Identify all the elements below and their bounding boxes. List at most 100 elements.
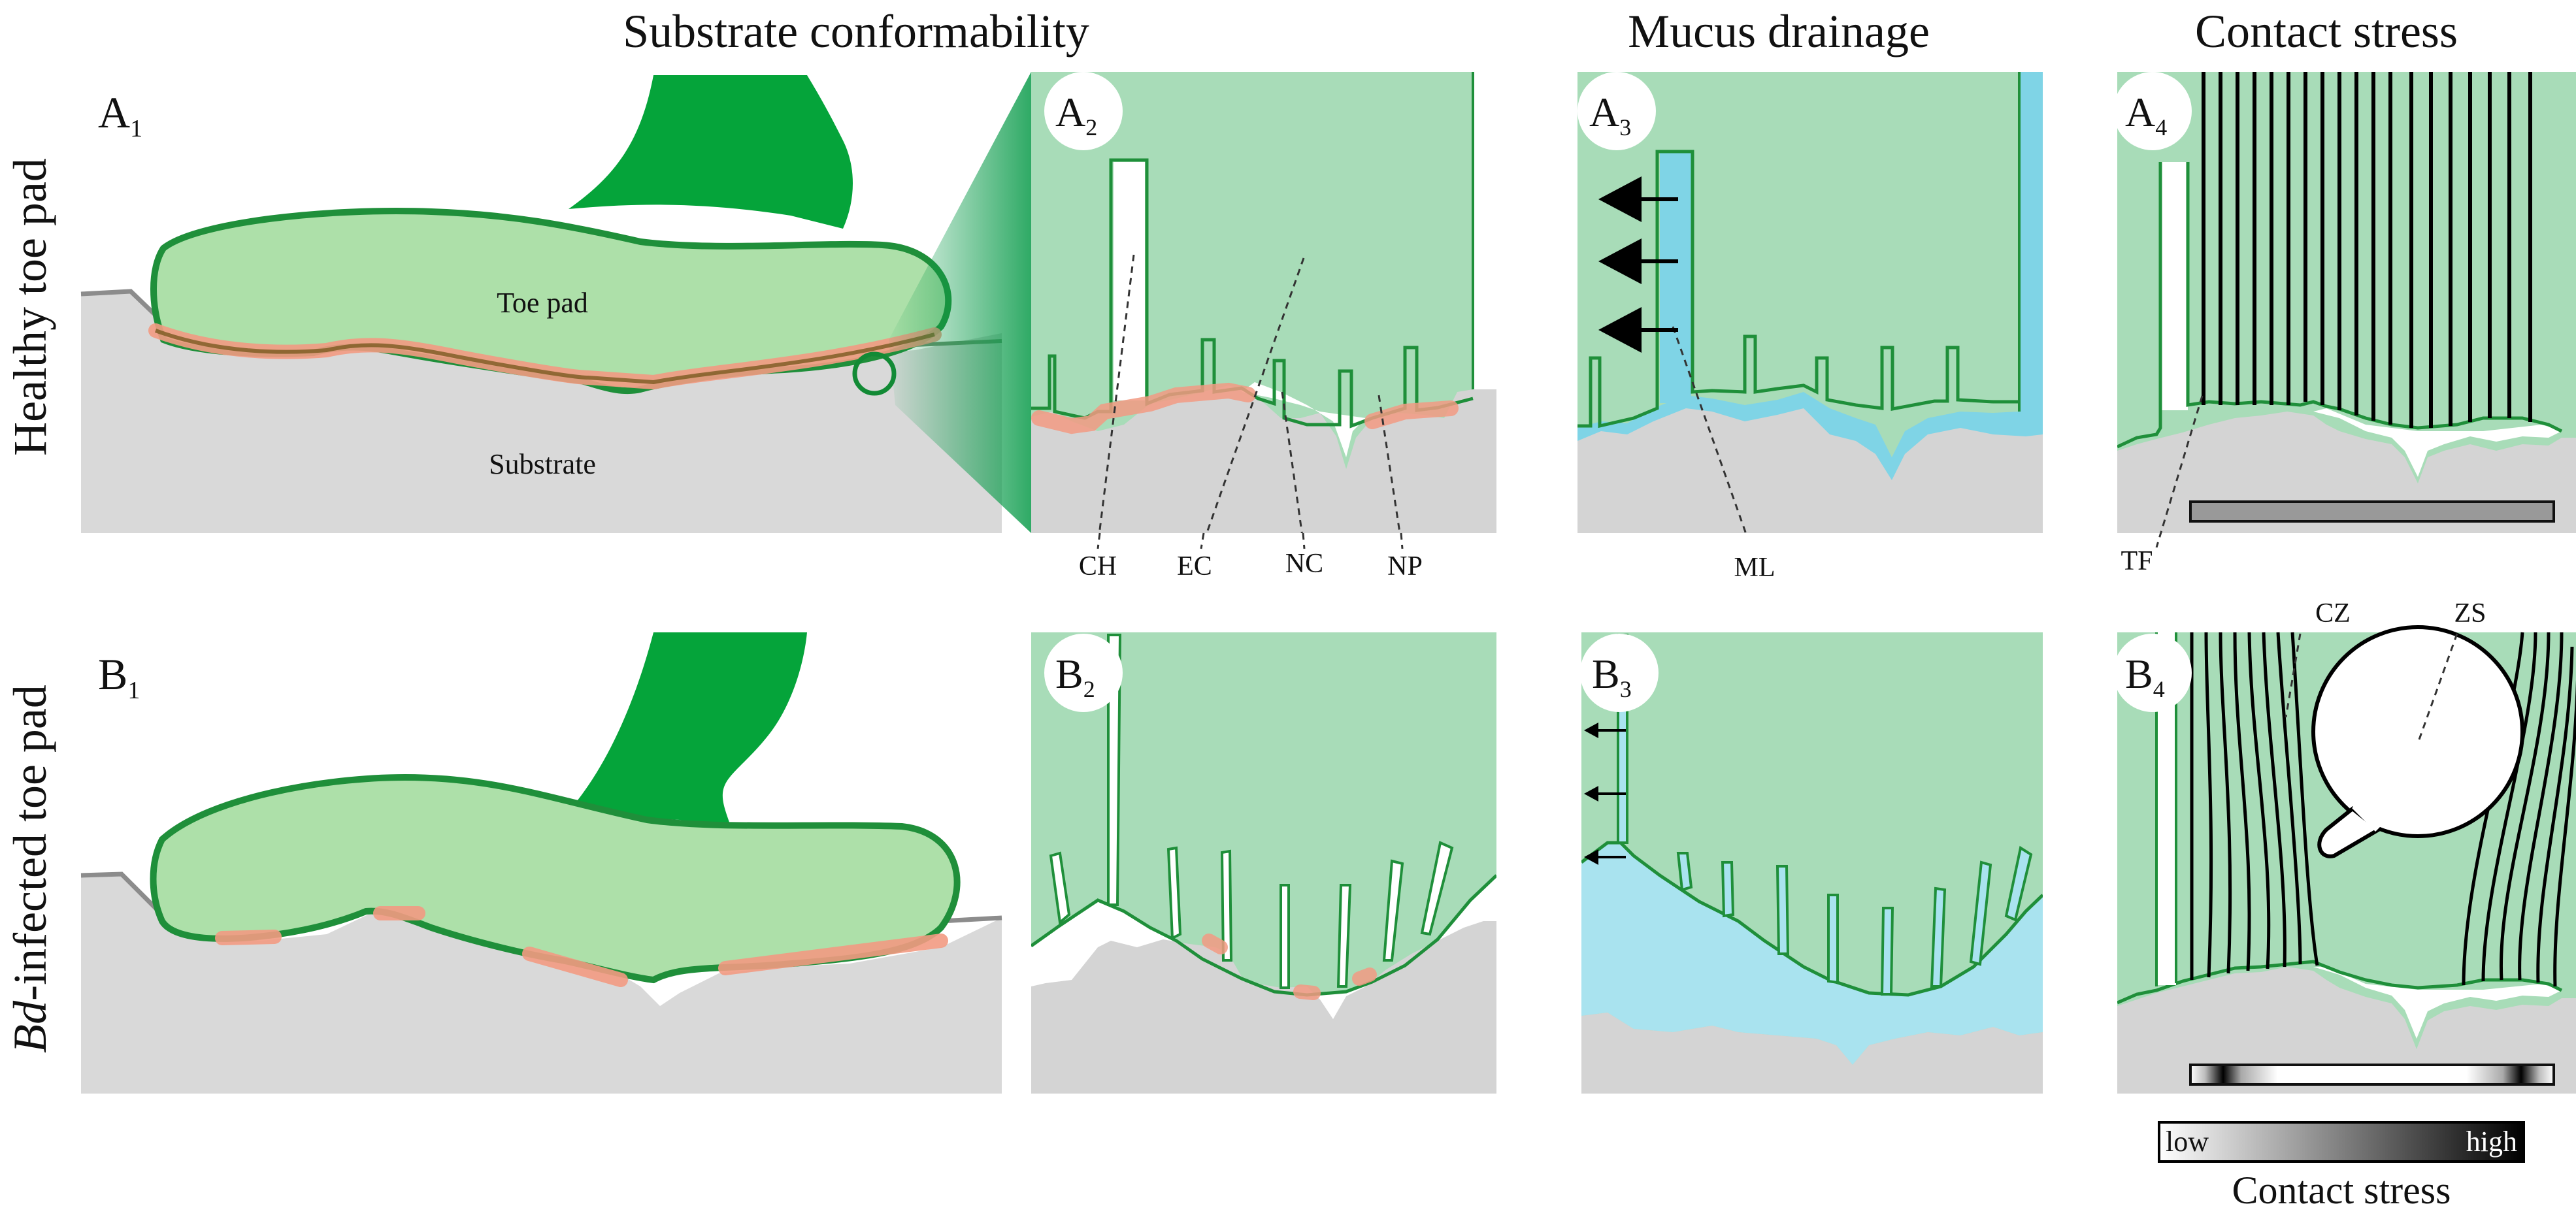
row-title-infected-italic: Bd (4, 1000, 56, 1053)
drainage-arrows-B3 (1584, 723, 1626, 865)
column-title-mucus: Mucus drainage (1628, 5, 1930, 57)
leader-EC (1206, 257, 1305, 533)
toe-pad-label: Toe pad (497, 287, 588, 319)
panel-badge-B2: B2 (1044, 634, 1123, 712)
stress-line (2247, 632, 2271, 969)
panel-subscript: 4 (2155, 114, 2167, 140)
badge-circle (1044, 72, 1123, 150)
channel-tall-B2 (1107, 634, 1122, 906)
zoospore-tube (2317, 806, 2383, 858)
tissue-B2 (1031, 632, 1496, 996)
stress-lines-A4 (2202, 72, 2532, 428)
panel-subscript: 4 (2153, 676, 2165, 702)
panel-letter-A4: A4 (2125, 89, 2167, 140)
channel-B2 (1220, 849, 1233, 962)
panel-letter-A3: A3 (1589, 89, 1631, 140)
leg-B1 (549, 632, 807, 831)
channel-B3 (2004, 845, 2033, 922)
stress-line (2219, 632, 2232, 974)
contact-patches-B1 (215, 906, 948, 987)
leader-TF (2155, 395, 2204, 548)
channel-CH (1114, 162, 1145, 400)
channel-B2 (1166, 846, 1182, 941)
contact-patch (215, 930, 282, 945)
channel-B2 (1049, 851, 1071, 925)
badge-circle (1044, 634, 1123, 712)
legend-low-label: low (2166, 1126, 2209, 1158)
leader-NP-ext (1400, 532, 1404, 549)
pad-boundary-A3 (1577, 150, 2019, 429)
label-NP: NP (1387, 551, 1423, 581)
leader-CH (1098, 254, 1135, 533)
substrate-label: Substrate (489, 448, 596, 480)
panel-subscript: 1 (127, 677, 140, 704)
panel-subscript: 3 (1619, 114, 1631, 140)
panel-letter: A (1589, 89, 1619, 135)
panel-A3 (1577, 72, 2043, 533)
panel-B3 (1581, 632, 2043, 1094)
label-CZ: CZ (2315, 598, 2351, 628)
channel-B3 (1880, 907, 1894, 996)
leader-ML (1672, 326, 1747, 533)
stress-line (2499, 632, 2551, 981)
substrate-edge-A1 (80, 289, 164, 323)
panel-badge-A3: A3 (1577, 72, 1656, 150)
panel-letter: A (1055, 89, 1085, 135)
contact-patch (1293, 984, 1321, 1000)
substrate-A3 (1577, 405, 2043, 533)
label-ZS: ZS (2454, 598, 2486, 628)
substrate-B2 (1031, 921, 1496, 1094)
panel-subscript: 1 (130, 115, 142, 142)
panel-badge-B4: B4 (2113, 634, 2192, 712)
leader-NC-ext (1302, 532, 1306, 549)
label-NC: NC (1285, 549, 1323, 579)
stress-line (2276, 632, 2302, 965)
substrate-edge-right-B1 (940, 915, 1002, 924)
contact-patch (718, 934, 948, 975)
leader-NC (1281, 391, 1303, 533)
channel-B2 (1336, 884, 1352, 988)
legend-gradient-bar (2158, 1121, 2525, 1163)
row-title-infected: Bd-infected toe pad (4, 685, 56, 1053)
arrow-left-icon (1598, 176, 1642, 222)
stress-line (2553, 679, 2576, 987)
channel-B3 (1827, 894, 1839, 984)
badge-circle (1580, 634, 1659, 712)
pad-boundary-B3 (1581, 841, 2043, 997)
panel-badge-A2: A2 (1044, 72, 1123, 150)
arrow-left-icon (1584, 849, 1598, 865)
channel-B3 (1676, 852, 1693, 892)
channel-B2 (1280, 884, 1290, 989)
panel-letter: A (98, 88, 130, 137)
leg-A1 (569, 75, 853, 229)
panel-subscript: 3 (1620, 676, 1632, 702)
zoospore-B4 (2311, 625, 2524, 858)
channel-B3 (1930, 886, 1947, 988)
label-EC: EC (1177, 551, 1212, 581)
panel-badge-B1: B1 (98, 649, 140, 704)
contact-patch (1202, 934, 1228, 954)
channel-B3 (1775, 865, 1790, 955)
panel-A1: Toe pad Substrate (80, 72, 1031, 533)
panel-letter: B (2125, 651, 2153, 697)
stress-line (2536, 646, 2574, 983)
contact-patch (1352, 967, 1377, 986)
leader-EC-ext (1200, 532, 1205, 549)
badge-circle (1577, 72, 1656, 150)
zoospore-body (2311, 625, 2524, 838)
drainage-arrows-A3 (1598, 176, 1678, 353)
gap-white-A4 (2313, 408, 2562, 477)
panel-letter-B2: B2 (1055, 651, 1095, 702)
label-TF: TF (2121, 546, 2153, 576)
channel-B2 (1420, 841, 1454, 936)
panel-letter: B (1055, 651, 1083, 697)
legend-title: Contact stress (2232, 1169, 2451, 1212)
contact-stress-legend: low high Contact stress (2158, 1121, 2525, 1212)
zoom-wedge (889, 72, 1031, 533)
arrow-left-icon (1598, 307, 1642, 353)
panel-letter: B (98, 649, 127, 699)
stress-line (2204, 632, 2213, 978)
panel-badge-A1: A1 (98, 88, 142, 142)
mucus-side-A3 (2019, 72, 2043, 438)
